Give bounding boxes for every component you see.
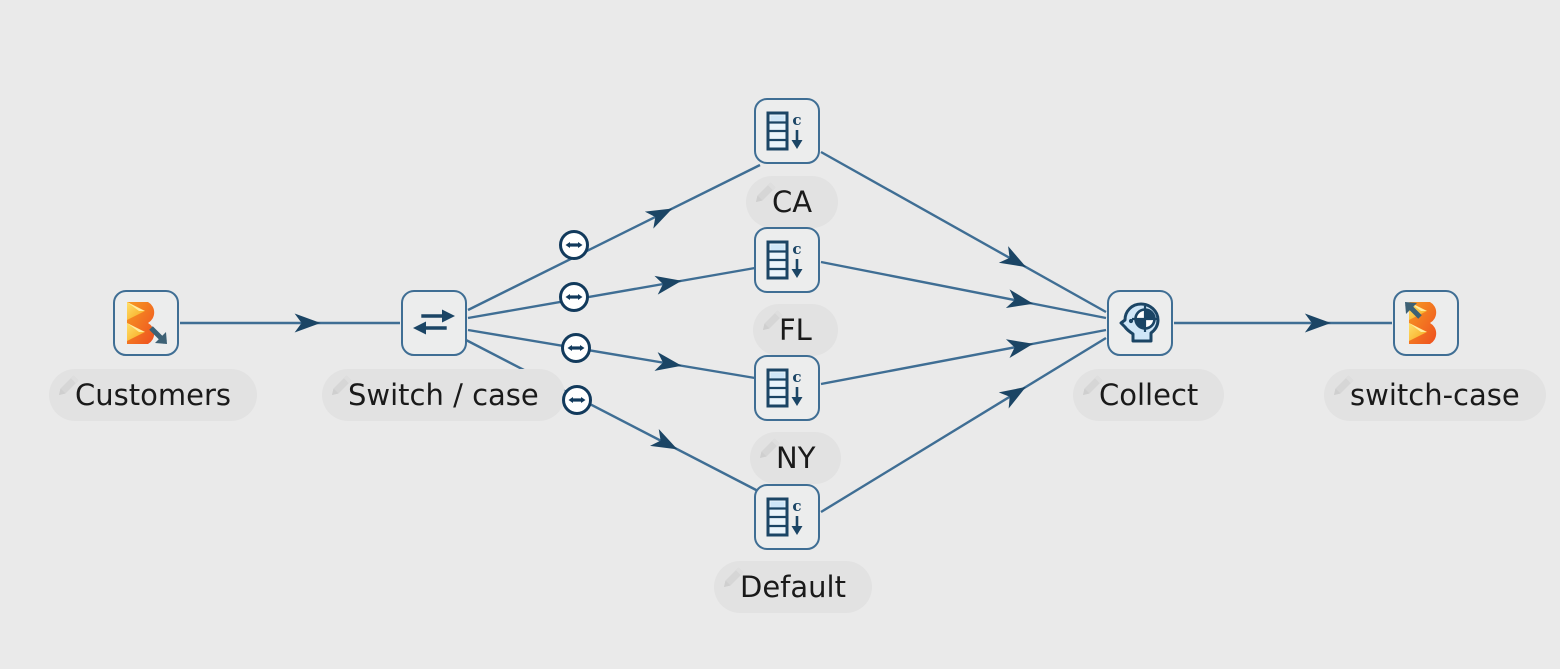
edge-line[interactable] xyxy=(820,150,1107,314)
condition-arrows-icon xyxy=(565,242,583,248)
brain-target-icon xyxy=(1119,302,1160,343)
switch-arrows-icon xyxy=(411,303,457,343)
edge-arrowhead xyxy=(1005,339,1034,358)
node-fl[interactable]: c xyxy=(754,227,820,293)
column-sort-icon: c xyxy=(766,240,803,280)
condition-arrows-icon xyxy=(567,345,585,351)
b-logo-out-icon xyxy=(127,302,167,344)
node-label-pill-ny[interactable]: NY xyxy=(750,432,842,484)
node-label-pill-switch[interactable]: Switch / case xyxy=(322,369,565,421)
edge-condition-badge[interactable] xyxy=(561,333,591,363)
column-sort-icon: c xyxy=(763,239,811,281)
edge-arrowhead xyxy=(644,208,673,229)
node-ny[interactable]: c xyxy=(754,355,820,421)
edge-arrowhead xyxy=(998,246,1027,268)
node-label-text: Default xyxy=(740,569,846,604)
node-collect[interactable] xyxy=(1107,290,1173,356)
node-ca[interactable]: c xyxy=(754,98,820,164)
switch-arrows-icon xyxy=(413,309,455,335)
node-switch-case[interactable] xyxy=(1393,290,1459,356)
svg-text:c: c xyxy=(792,497,801,515)
edge-line[interactable] xyxy=(467,266,756,320)
node-label-pill-customers[interactable]: Customers xyxy=(49,369,257,421)
edge-arrowhead xyxy=(1005,289,1034,309)
b-logo-in-icon xyxy=(1401,298,1451,348)
edge-condition-badge[interactable] xyxy=(559,282,589,312)
svg-text:c: c xyxy=(792,111,801,129)
edge-arrowhead xyxy=(998,386,1026,409)
svg-text:c: c xyxy=(792,240,801,258)
column-sort-icon: c xyxy=(766,111,803,151)
edge-line[interactable] xyxy=(820,336,1107,514)
column-sort-icon: c xyxy=(763,496,811,538)
edge-arrowhead xyxy=(294,313,321,333)
node-label-pill-switch-case[interactable]: switch-case xyxy=(1324,369,1546,421)
b-logo-in-icon xyxy=(1405,302,1437,344)
edge-line[interactable] xyxy=(467,163,761,312)
node-label-pill-fl[interactable]: FL xyxy=(753,304,838,356)
edge-line[interactable] xyxy=(820,260,1107,320)
node-default[interactable]: c xyxy=(754,484,820,550)
node-label-text: FL xyxy=(779,312,812,347)
node-label-text: Collect xyxy=(1099,377,1199,412)
svg-text:c: c xyxy=(792,368,801,386)
node-switch[interactable] xyxy=(401,290,467,356)
node-label-text: NY xyxy=(776,440,816,475)
edge-arrowhead xyxy=(1304,313,1331,333)
edge-arrowhead xyxy=(654,352,682,371)
node-label-pill-default[interactable]: Default xyxy=(714,561,872,613)
node-label-pill-collect[interactable]: Collect xyxy=(1073,369,1225,421)
node-customers[interactable] xyxy=(113,290,179,356)
b-logo-out-icon xyxy=(121,298,171,348)
brain-target-icon xyxy=(1117,301,1163,345)
edge-arrowhead xyxy=(650,428,678,450)
column-sort-icon: c xyxy=(763,110,811,152)
node-label-text: CA xyxy=(772,184,813,219)
column-sort-icon: c xyxy=(763,367,811,409)
condition-arrows-icon xyxy=(565,294,583,300)
column-sort-icon: c xyxy=(766,368,803,408)
node-label-pill-ca[interactable]: CA xyxy=(746,176,839,228)
edge-condition-badge[interactable] xyxy=(562,385,592,415)
edge-arrowhead xyxy=(654,275,682,295)
edge-condition-badge[interactable] xyxy=(559,230,589,260)
node-label-text: Customers xyxy=(75,377,231,412)
column-sort-icon: c xyxy=(766,497,803,537)
condition-arrows-icon xyxy=(568,397,586,403)
node-label-text: switch-case xyxy=(1350,377,1520,412)
node-label-text: Switch / case xyxy=(348,377,539,412)
edge-line[interactable] xyxy=(820,328,1107,386)
